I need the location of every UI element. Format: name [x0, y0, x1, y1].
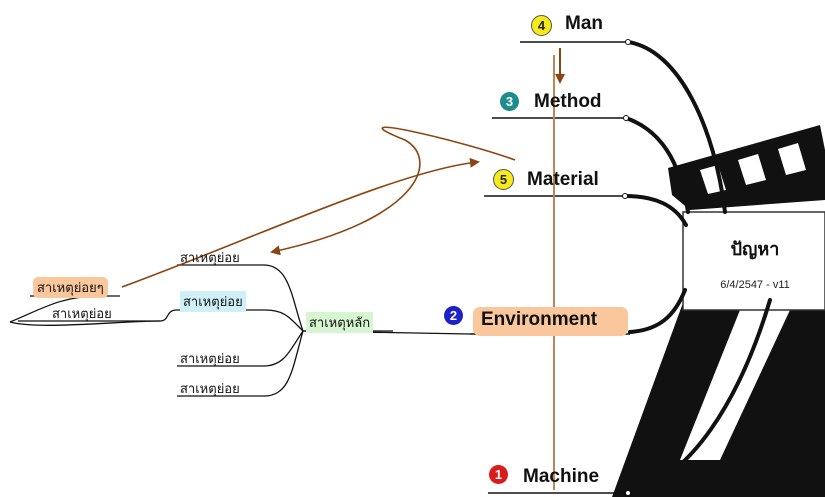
badge-method: 3 [500, 92, 519, 111]
connector-man [626, 40, 727, 214]
branch-label-machine[interactable]: Machine [523, 466, 600, 487]
clapper-stripe-white-3 [778, 143, 806, 175]
branch-label-environment[interactable]: Environment [481, 309, 598, 330]
relationship-arrows [121, 126, 516, 288]
relation-subsub-to-material [121, 157, 480, 288]
central-topic-box[interactable] [682, 211, 825, 311]
central-topic-date: 6/4/2547 - v11 [720, 279, 790, 291]
branch-connectors [623, 40, 772, 495]
subsub-child-label[interactable]: สาเหตุย่อย [52, 307, 112, 322]
branch-label-man[interactable]: Man [565, 13, 603, 34]
sub-cause-label-3[interactable]: สาเหตุย่อย [180, 352, 240, 367]
branch-label-method[interactable]: Method [534, 91, 602, 112]
branch-end-dots [622, 39, 631, 496]
badge-machine: 1 [489, 465, 508, 484]
connector-material [623, 194, 688, 227]
connector-method [624, 116, 690, 214]
connector-environment [628, 288, 687, 334]
branch-label-material[interactable]: Material [527, 169, 599, 190]
sub-cause-label-2[interactable]: สาเหตุย่อย [180, 291, 246, 312]
relation-material-to-sub1 [270, 126, 516, 256]
clapperboard-icon [612, 125, 825, 497]
clapper-stripe-white-2 [738, 154, 766, 185]
environment-highlight [473, 307, 628, 336]
subsub-cause-label[interactable]: สาเหตุย่อยๆ [33, 277, 108, 298]
central-topic-title[interactable]: ปัญหา [730, 239, 780, 260]
badge-man: 4 [531, 15, 552, 36]
sub-cause-label-4[interactable]: สาเหตุย่อย [180, 382, 240, 397]
badge-material: 5 [493, 169, 514, 190]
badge-environment: 2 [444, 306, 463, 325]
connector-machine [626, 298, 772, 495]
main-cause-label[interactable]: สาเหตุหลัก [306, 312, 374, 333]
sub-cause-label-1[interactable]: สาเหตุย่อย [180, 251, 240, 266]
